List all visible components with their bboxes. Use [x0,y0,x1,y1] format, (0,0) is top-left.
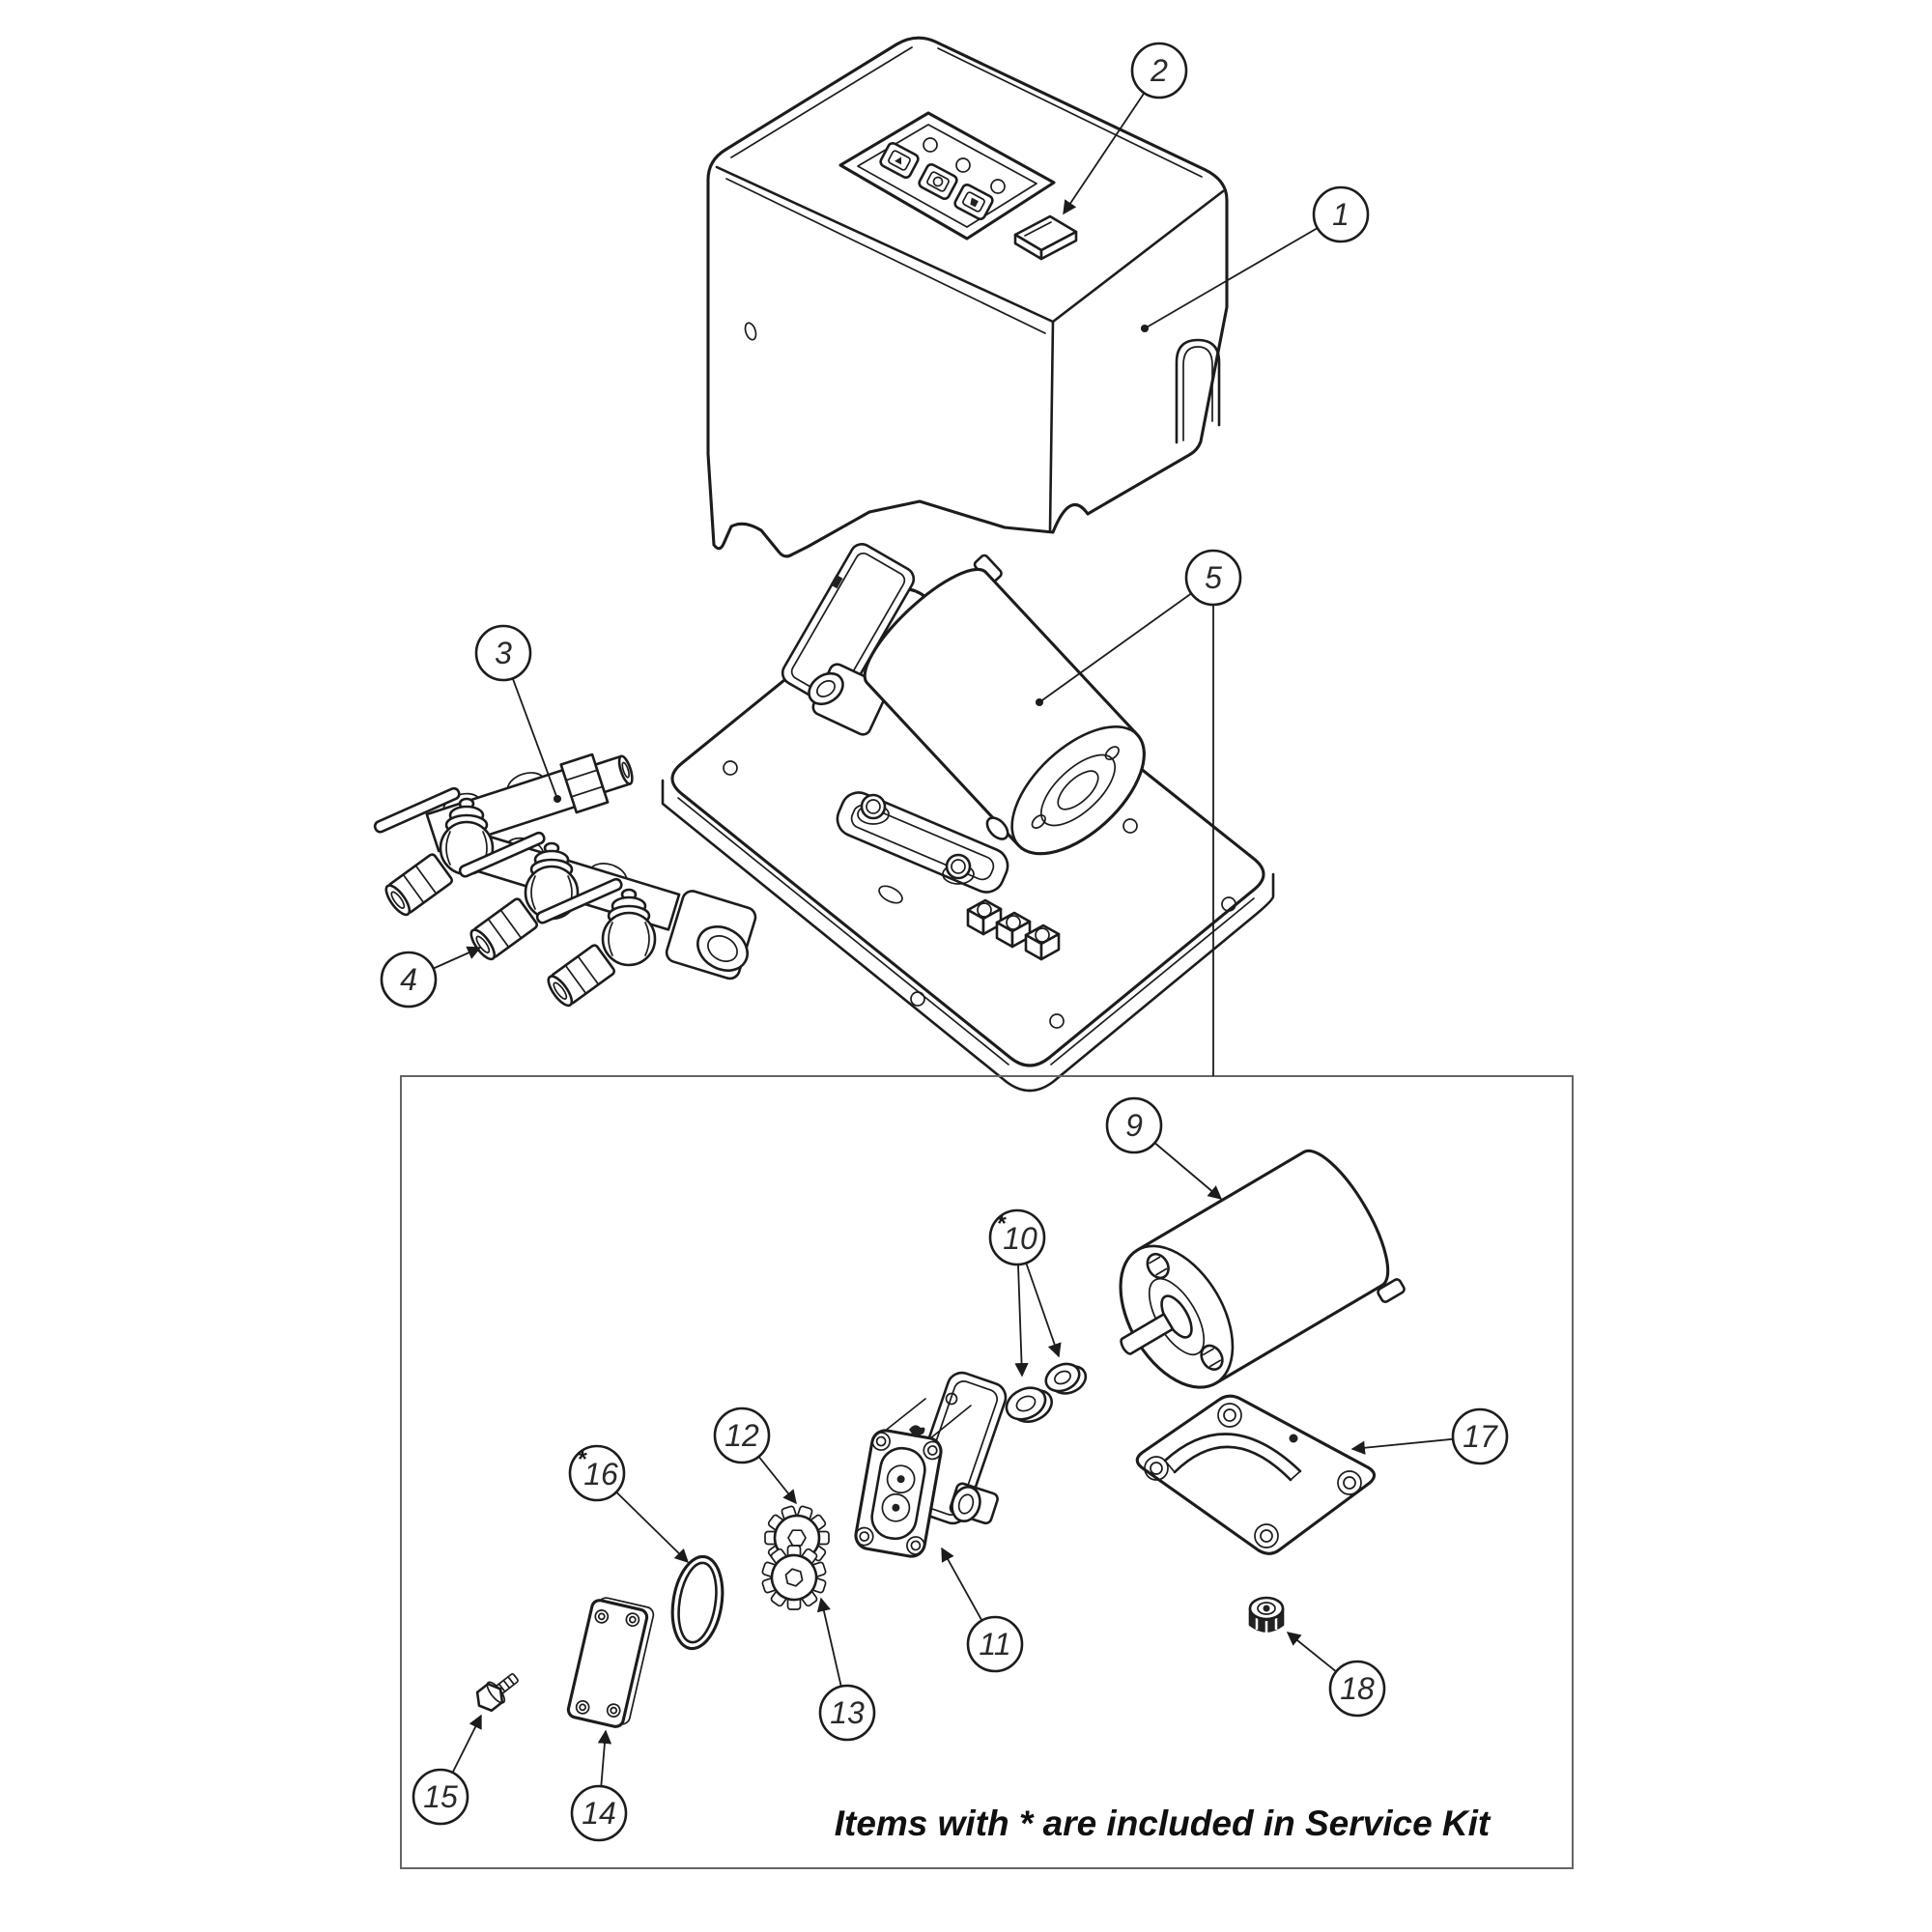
o-ring [670,1554,724,1651]
callout-11: 11 [941,1547,1024,1673]
svg-text:14: 14 [582,1796,616,1831]
terminal-block [966,898,1061,961]
svg-text:13: 13 [830,1695,865,1730]
washer-left [1005,1386,1054,1423]
cover-side-hole [744,322,757,341]
callout-2: 2 [1063,42,1188,215]
callout-17: 17 [1350,1407,1509,1465]
control-panel [838,111,1056,241]
callout-9: 9 [1105,1096,1223,1200]
callout-13: 13 [816,1597,876,1742]
gear-bottom [761,1545,827,1610]
ball-valve-3 [535,877,657,1008]
panel-led-2 [955,157,971,173]
svg-text:5: 5 [1205,560,1222,595]
cover-plate [566,1597,655,1728]
strap-bolt-1 [857,793,890,825]
service-kit-note: Items with * are included in Service Kit [835,1804,1492,1843]
pump-assembly-drawing [661,543,1275,1093]
manifold-elbow [665,890,757,980]
callout-16: 16 * [568,1444,690,1564]
ball-valve-1 [373,786,495,917]
callout-3: 3 [474,624,562,804]
callout-14: 14 [570,1729,628,1842]
svg-text:4: 4 [400,962,417,997]
panel-led-3 [990,179,1006,194]
washer-right [1044,1362,1088,1395]
grommet [1248,1596,1285,1633]
svg-text:2: 2 [1150,53,1168,88]
svg-text:10: 10 [1003,1221,1037,1256]
callout-1: 1 [1140,185,1370,333]
cover-arch-cutout [1175,338,1221,444]
svg-text:16: 16 [583,1457,618,1492]
svg-text:1: 1 [1332,197,1350,232]
svg-text:18: 18 [1340,1671,1375,1706]
panel-button-2 [918,163,958,200]
strap-bolt-2 [942,853,975,885]
callout-10: 10 * [988,1208,1062,1378]
pump-body [854,1371,1008,1558]
panel-led-1 [923,137,938,153]
svg-text:12: 12 [724,1418,759,1453]
callout-18: 18 [1286,1632,1386,1718]
svg-text:9: 9 [1125,1108,1143,1143]
exploded-view-box [400,1075,1574,1869]
panel-button-3 [953,184,994,220]
callout-12: 12 [713,1406,797,1505]
svg-text:*: * [577,1446,587,1473]
manifold-valves-drawing [373,753,757,1008]
svg-text:3: 3 [495,636,512,670]
mounting-bracket [1135,1394,1377,1555]
motor-cylinder [863,554,1146,856]
callout-5: 5 [1035,549,1242,707]
callout-4: 4 [380,946,482,1009]
screw [475,1673,519,1713]
svg-text:17: 17 [1463,1419,1498,1454]
svg-text:*: * [996,1210,1007,1237]
power-switch [1013,214,1078,261]
panel-button-1 [879,142,920,179]
exploded-motor [1119,1149,1406,1389]
pump-cover-drawing [706,36,1229,558]
svg-text:11: 11 [979,1627,1010,1662]
callout-15: 15 [412,1714,482,1826]
svg-text:15: 15 [423,1779,458,1814]
callouts: 1 2 3 4 5 9 1 [380,42,1509,1842]
